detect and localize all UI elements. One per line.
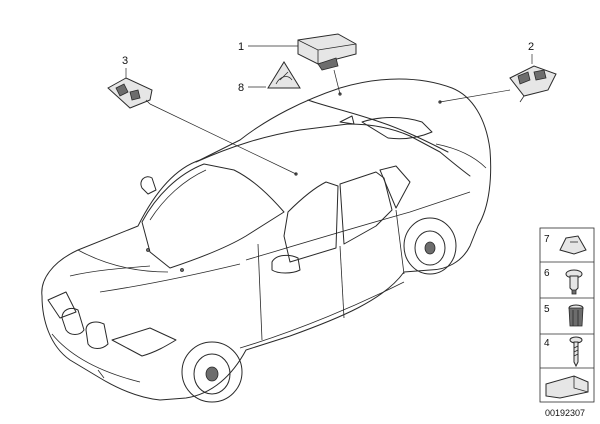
svg-text:8: 8 <box>238 82 244 94</box>
panel-item-4-screw: 4 <box>544 336 583 368</box>
diagram-id: 00192307 <box>545 408 585 418</box>
car-front-wheel <box>181 341 243 403</box>
car-grille <box>61 307 109 349</box>
car-rear-door-window <box>339 171 393 245</box>
svg-text:2: 2 <box>528 41 534 53</box>
car-windshield <box>141 163 285 269</box>
car-body-outline <box>41 78 492 401</box>
callout-3: 3 <box>122 55 128 78</box>
car-rear-quarter-window <box>379 165 411 209</box>
car-side-mirror <box>271 254 301 274</box>
part-2-sensor <box>439 65 557 103</box>
car-rear-window <box>361 117 433 140</box>
panel-item-7-clip: 7 <box>544 234 587 255</box>
part-1-control-module <box>297 33 357 95</box>
part-3-sensor <box>107 77 297 175</box>
callout-1: 1 <box>238 41 298 53</box>
callout-2: 2 <box>528 41 534 64</box>
svg-text:3: 3 <box>122 55 128 67</box>
panel-item-6-rivet: 6 <box>544 268 583 295</box>
callout-8: 8 <box>238 82 266 94</box>
panel-item-5-nut: 5 <box>544 304 584 327</box>
small-parts-panel: 7 6 5 4 <box>539 227 595 403</box>
panel-wedge-graphic <box>545 375 589 399</box>
svg-text:6: 6 <box>544 268 550 279</box>
part-8-warning-label <box>267 61 301 89</box>
car-roof <box>195 123 471 177</box>
car-illustration <box>41 78 492 403</box>
svg-text:1: 1 <box>238 41 244 53</box>
svg-text:7: 7 <box>544 234 550 245</box>
svg-text:4: 4 <box>544 338 550 349</box>
svg-text:5: 5 <box>544 304 550 315</box>
car-front-door-window <box>283 181 339 263</box>
car-rear-wheel <box>403 217 457 275</box>
